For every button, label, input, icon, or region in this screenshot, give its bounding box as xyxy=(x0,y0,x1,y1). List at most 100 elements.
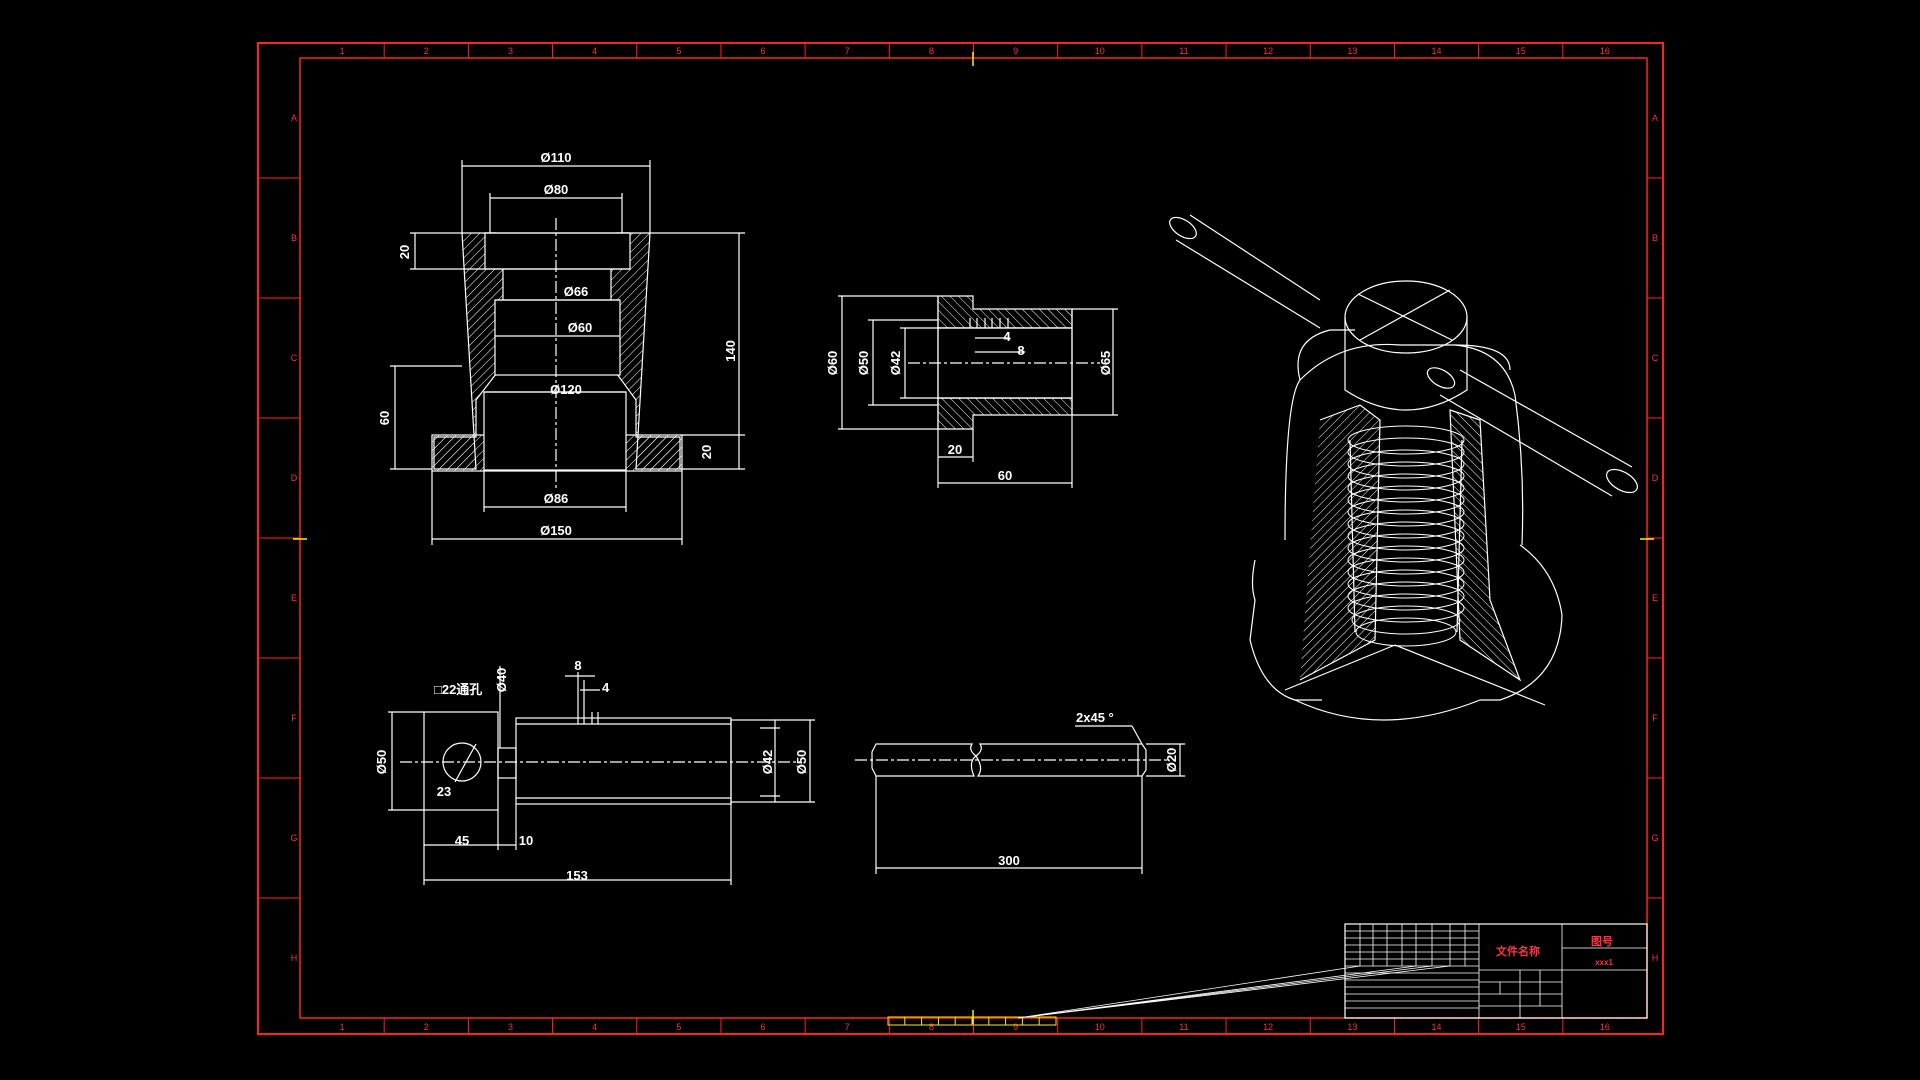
nut-lower-bore xyxy=(483,391,627,471)
zone-row-label: F xyxy=(291,713,297,723)
zone-col-label: 11 xyxy=(1179,46,1188,56)
zone-row-label: D xyxy=(1652,473,1659,483)
dim-screw-groove-pitch: 8 xyxy=(574,658,581,673)
dim-nut-flange-od: Ø150 xyxy=(540,523,572,538)
dim-washer-od: Ø60 xyxy=(825,351,840,376)
zone-col-label: 15 xyxy=(1516,1022,1526,1032)
title-block-name-label: 文件名称 xyxy=(1496,944,1540,958)
dim-screw-head-length: 45 xyxy=(455,833,469,848)
zone-row-label: G xyxy=(1651,833,1658,843)
zone-row-label: C xyxy=(1652,353,1659,363)
iso-cut-hatch-left xyxy=(1299,404,1381,681)
zone-col-label: 2 xyxy=(424,46,429,56)
zone-row-label: A xyxy=(291,113,297,123)
dim-nut-bore-top: Ø80 xyxy=(544,182,569,197)
dim-nut-lower-height: 60 xyxy=(377,411,392,425)
iso-nut-top-left xyxy=(1297,329,1355,381)
iso-cut-line-right xyxy=(1394,644,1546,706)
zone-col-label: 13 xyxy=(1347,46,1357,56)
zone-row-label: F xyxy=(1652,713,1658,723)
zone-labels: 1122334455667788991010111112121313141415… xyxy=(290,46,1658,1032)
iso-nut-top-right xyxy=(1454,344,1511,371)
dim-washer-groove-pitch: 8 xyxy=(1017,343,1024,358)
dim-washer-mid: Ø50 xyxy=(856,351,871,376)
nut-bore-top xyxy=(484,232,631,270)
zone-col-label: 5 xyxy=(676,1022,681,1032)
dim-rod-length: 300 xyxy=(998,853,1020,868)
dim-screw-total-length: 153 xyxy=(566,868,588,883)
zone-col-label: 16 xyxy=(1600,1022,1610,1032)
zone-col-label: 9 xyxy=(1013,1022,1018,1032)
zone-row-label: B xyxy=(291,233,297,243)
dim-nut-total-height: 140 xyxy=(723,340,738,362)
dim-nut-od-top: Ø110 xyxy=(540,150,571,165)
iso-nut-left-outer xyxy=(1249,559,1322,701)
dim-nut-top-height: 20 xyxy=(397,245,412,259)
title-block-drawing-no-label: 图号 xyxy=(1591,935,1613,948)
rod-dimension-lines xyxy=(875,725,1185,874)
dim-nut-body-od: Ø120 xyxy=(550,382,582,397)
iso-bar-right-top xyxy=(1459,369,1633,468)
nut-dimension-texts: Ø110 Ø80 Ø66 Ø60 Ø120 Ø86 Ø150 20 140 60… xyxy=(377,150,738,538)
rod-dimension-texts: 2x45 ° Ø20 300 xyxy=(998,710,1179,868)
zone-col-label: 14 xyxy=(1432,1022,1442,1032)
rod-left-segment xyxy=(871,743,977,777)
zone-row-label: H xyxy=(1652,953,1659,963)
zone-col-label: 4 xyxy=(592,46,597,56)
zone-row-label: D xyxy=(291,473,298,483)
dim-screw-neck-length: 10 xyxy=(519,833,533,848)
dim-nut-thread-major: Ø60 xyxy=(568,320,593,335)
iso-bar-bottom-edge xyxy=(1175,239,1321,329)
zone-col-label: 6 xyxy=(761,46,766,56)
washer-dimension-lines xyxy=(838,295,1118,488)
dim-screw-minor: Ø42 xyxy=(760,750,775,775)
rod-view[interactable]: 2x45 ° Ø20 300 xyxy=(855,710,1185,874)
zone-col-label: 1 xyxy=(340,46,345,56)
title-block-grid xyxy=(1017,924,1647,1019)
zone-col-label: 13 xyxy=(1347,1022,1357,1032)
zone-row-label: A xyxy=(1652,113,1658,123)
washer-section-view[interactable]: Ø60 Ø50 Ø42 Ø65 4 8 20 60 xyxy=(825,295,1118,488)
zone-col-label: 9 xyxy=(1013,46,1018,56)
title-block[interactable]: 文件名称 图号 xxx1 xyxy=(1017,923,1648,1019)
zone-row-label: C xyxy=(291,353,298,363)
zone-col-label: 7 xyxy=(845,46,850,56)
screw-end xyxy=(730,719,776,803)
zone-col-label: 10 xyxy=(1095,46,1105,56)
zone-col-label: 11 xyxy=(1179,1022,1188,1032)
washer-bottom-hatch xyxy=(937,397,1073,430)
nut-thread-bore xyxy=(494,299,621,376)
dim-washer-bore: Ø42 xyxy=(888,351,903,376)
nut-section-view[interactable]: Ø110 Ø80 Ø66 Ø60 Ø120 Ø86 Ø150 20 140 60… xyxy=(377,150,745,545)
zone-col-label: 3 xyxy=(508,1022,513,1032)
drawing-frame: 1122334455667788991010111112121313141415… xyxy=(257,42,1664,1035)
zone-col-label: 5 xyxy=(676,46,681,56)
zone-col-label: 4 xyxy=(592,1022,597,1032)
zone-col-label: 12 xyxy=(1263,1022,1273,1032)
zone-col-label: 1 xyxy=(340,1022,345,1032)
screw-head xyxy=(423,711,499,811)
iso-bar-end-left xyxy=(1169,216,1197,240)
washer-dimension-texts: Ø60 Ø50 Ø42 Ø65 4 8 20 60 xyxy=(825,329,1113,483)
zone-row-label: E xyxy=(291,593,297,603)
zone-ticks xyxy=(258,43,1663,1034)
iso-nut-right-outer xyxy=(1294,544,1563,721)
zone-col-label: 10 xyxy=(1095,1022,1105,1032)
dim-washer-body: Ø65 xyxy=(1098,351,1113,376)
dim-nut-bottom-bore: Ø86 xyxy=(544,491,569,506)
isometric-assembly-view[interactable] xyxy=(1166,213,1641,721)
screw-body xyxy=(515,717,732,805)
rod-right-segment xyxy=(975,743,1147,777)
zone-col-label: 8 xyxy=(929,1022,934,1032)
title-block-border xyxy=(1344,923,1648,1019)
iso-bar-top-edge xyxy=(1189,214,1321,301)
iso-bar-right-bottom xyxy=(1439,394,1613,497)
iso-bar-hole-edge xyxy=(1426,367,1456,389)
title-block-drawing-no: xxx1 xyxy=(1595,958,1613,967)
dim-screw-head: Ø50 xyxy=(374,750,389,775)
screw-view[interactable]: □22通孔 Ø40 8 4 Ø50 Ø42 Ø50 23 45 10 153 xyxy=(374,658,815,885)
screw-dimension-texts: □22通孔 Ø40 8 4 Ø50 Ø42 Ø50 23 45 10 153 xyxy=(374,658,809,883)
dim-screw-square-hole: □22通孔 xyxy=(434,682,482,697)
